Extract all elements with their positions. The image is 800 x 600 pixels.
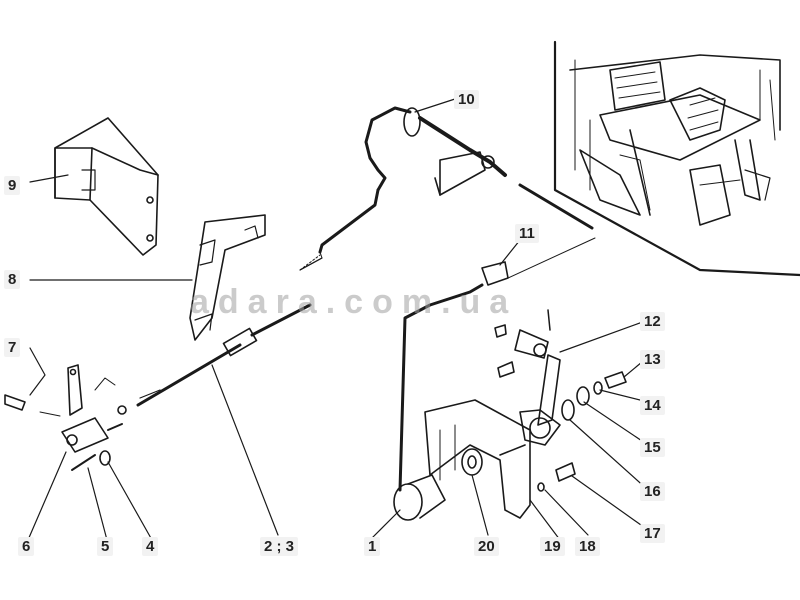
part-16-spring-washer — [561, 399, 575, 421]
callout-6: 6 — [18, 537, 35, 556]
callout-11: 11 — [515, 224, 539, 243]
callout-8: 8 — [4, 270, 21, 289]
part-5-pin — [71, 454, 96, 471]
callout-12: 12 — [640, 312, 665, 331]
part-6-clevis — [61, 417, 123, 453]
part-13-bolt — [604, 371, 627, 389]
part-8-plate — [189, 214, 266, 341]
part-10-cable-end — [318, 106, 594, 254]
callout-2-3: 2 ; 3 — [260, 537, 299, 556]
callout-20: 20 — [474, 537, 499, 556]
callout-4: 4 — [142, 537, 159, 556]
callout-9: 9 — [4, 176, 21, 195]
callout-17: 17 — [640, 524, 665, 543]
watermark-text: adara.com.ua — [190, 283, 518, 321]
callout-16: 16 — [640, 482, 665, 501]
callout-19: 19 — [540, 537, 565, 556]
callout-18: 18 — [575, 537, 600, 556]
part-1-handle — [393, 474, 446, 521]
part-14-washer — [593, 381, 603, 395]
callout-14: 14 — [640, 396, 665, 415]
callout-1: 1 — [364, 537, 381, 556]
callout-5: 5 — [97, 537, 114, 556]
part-9-bracket — [54, 117, 159, 256]
part-20-washer — [461, 448, 483, 476]
part-7-lever — [39, 364, 116, 417]
bolt-left — [4, 394, 127, 415]
cab-inset-illustration — [553, 40, 800, 277]
callout-10: 10 — [454, 90, 479, 109]
part-18-ring — [537, 482, 545, 492]
part-2-3-cable-assembly — [136, 251, 323, 407]
callout-13: 13 — [640, 350, 665, 369]
part-17-bolt — [555, 462, 576, 482]
part-15-washer — [576, 386, 590, 406]
callout-15: 15 — [640, 438, 665, 457]
part-19-bracket — [424, 399, 531, 519]
part-12-lever — [494, 309, 561, 446]
callout-7: 7 — [4, 338, 21, 357]
part-4-washer — [99, 450, 111, 466]
